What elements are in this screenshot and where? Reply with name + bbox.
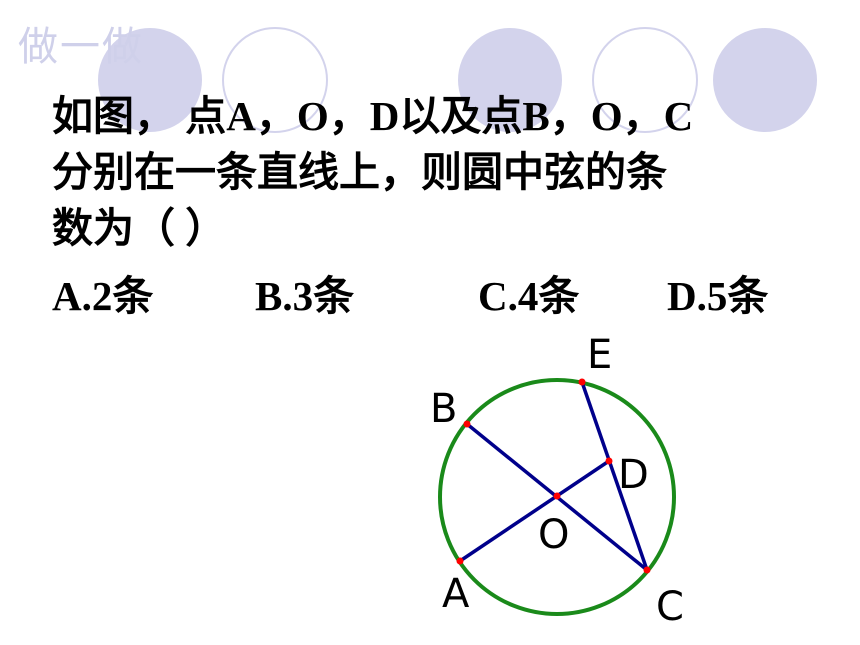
- point-C: [643, 566, 651, 574]
- option-b: B.3条: [255, 273, 355, 319]
- main-circle: [438, 378, 676, 616]
- question-line-1: 如图， 点A，O，D以及点B，O，C: [52, 93, 694, 139]
- point-A: [456, 557, 464, 565]
- decor-circle-filled: [458, 28, 562, 132]
- geometry-figure: E B D O A C: [430, 332, 684, 630]
- option-d: D.5条: [667, 273, 769, 319]
- question-line-3: 数为（ ）: [52, 205, 227, 251]
- label-D: D: [618, 452, 649, 498]
- option-c: C.4条: [478, 273, 580, 319]
- question-line-2: 分别在一条直线上，则圆中弦的条: [52, 149, 667, 195]
- slide-title: 做一做: [18, 24, 144, 70]
- point-E: [578, 378, 586, 386]
- answer-options: A.2条 B.3条 C.4条 D.5条: [52, 262, 832, 319]
- decor-circle-filled: [713, 28, 817, 132]
- decorative-circles: [98, 27, 817, 133]
- label-B: B: [430, 386, 457, 432]
- question-text: 如图， 点A，O，D以及点B，O，C 分别在一条直线上，则圆中弦的条 数为（ ）: [52, 88, 832, 256]
- option-a: A.2条: [52, 273, 154, 319]
- decor-circle-outline: [222, 27, 328, 133]
- point-B: [463, 420, 471, 428]
- chord-EC: [580, 381, 649, 571]
- label-C: C: [656, 584, 684, 630]
- point-O: [553, 492, 561, 500]
- label-O: O: [538, 512, 569, 558]
- label-E: E: [587, 332, 612, 378]
- label-A: A: [442, 571, 470, 617]
- decor-circle-filled: [98, 28, 202, 132]
- point-D: [605, 457, 613, 465]
- chord-AD: [459, 459, 610, 563]
- decor-circle-outline: [592, 27, 698, 133]
